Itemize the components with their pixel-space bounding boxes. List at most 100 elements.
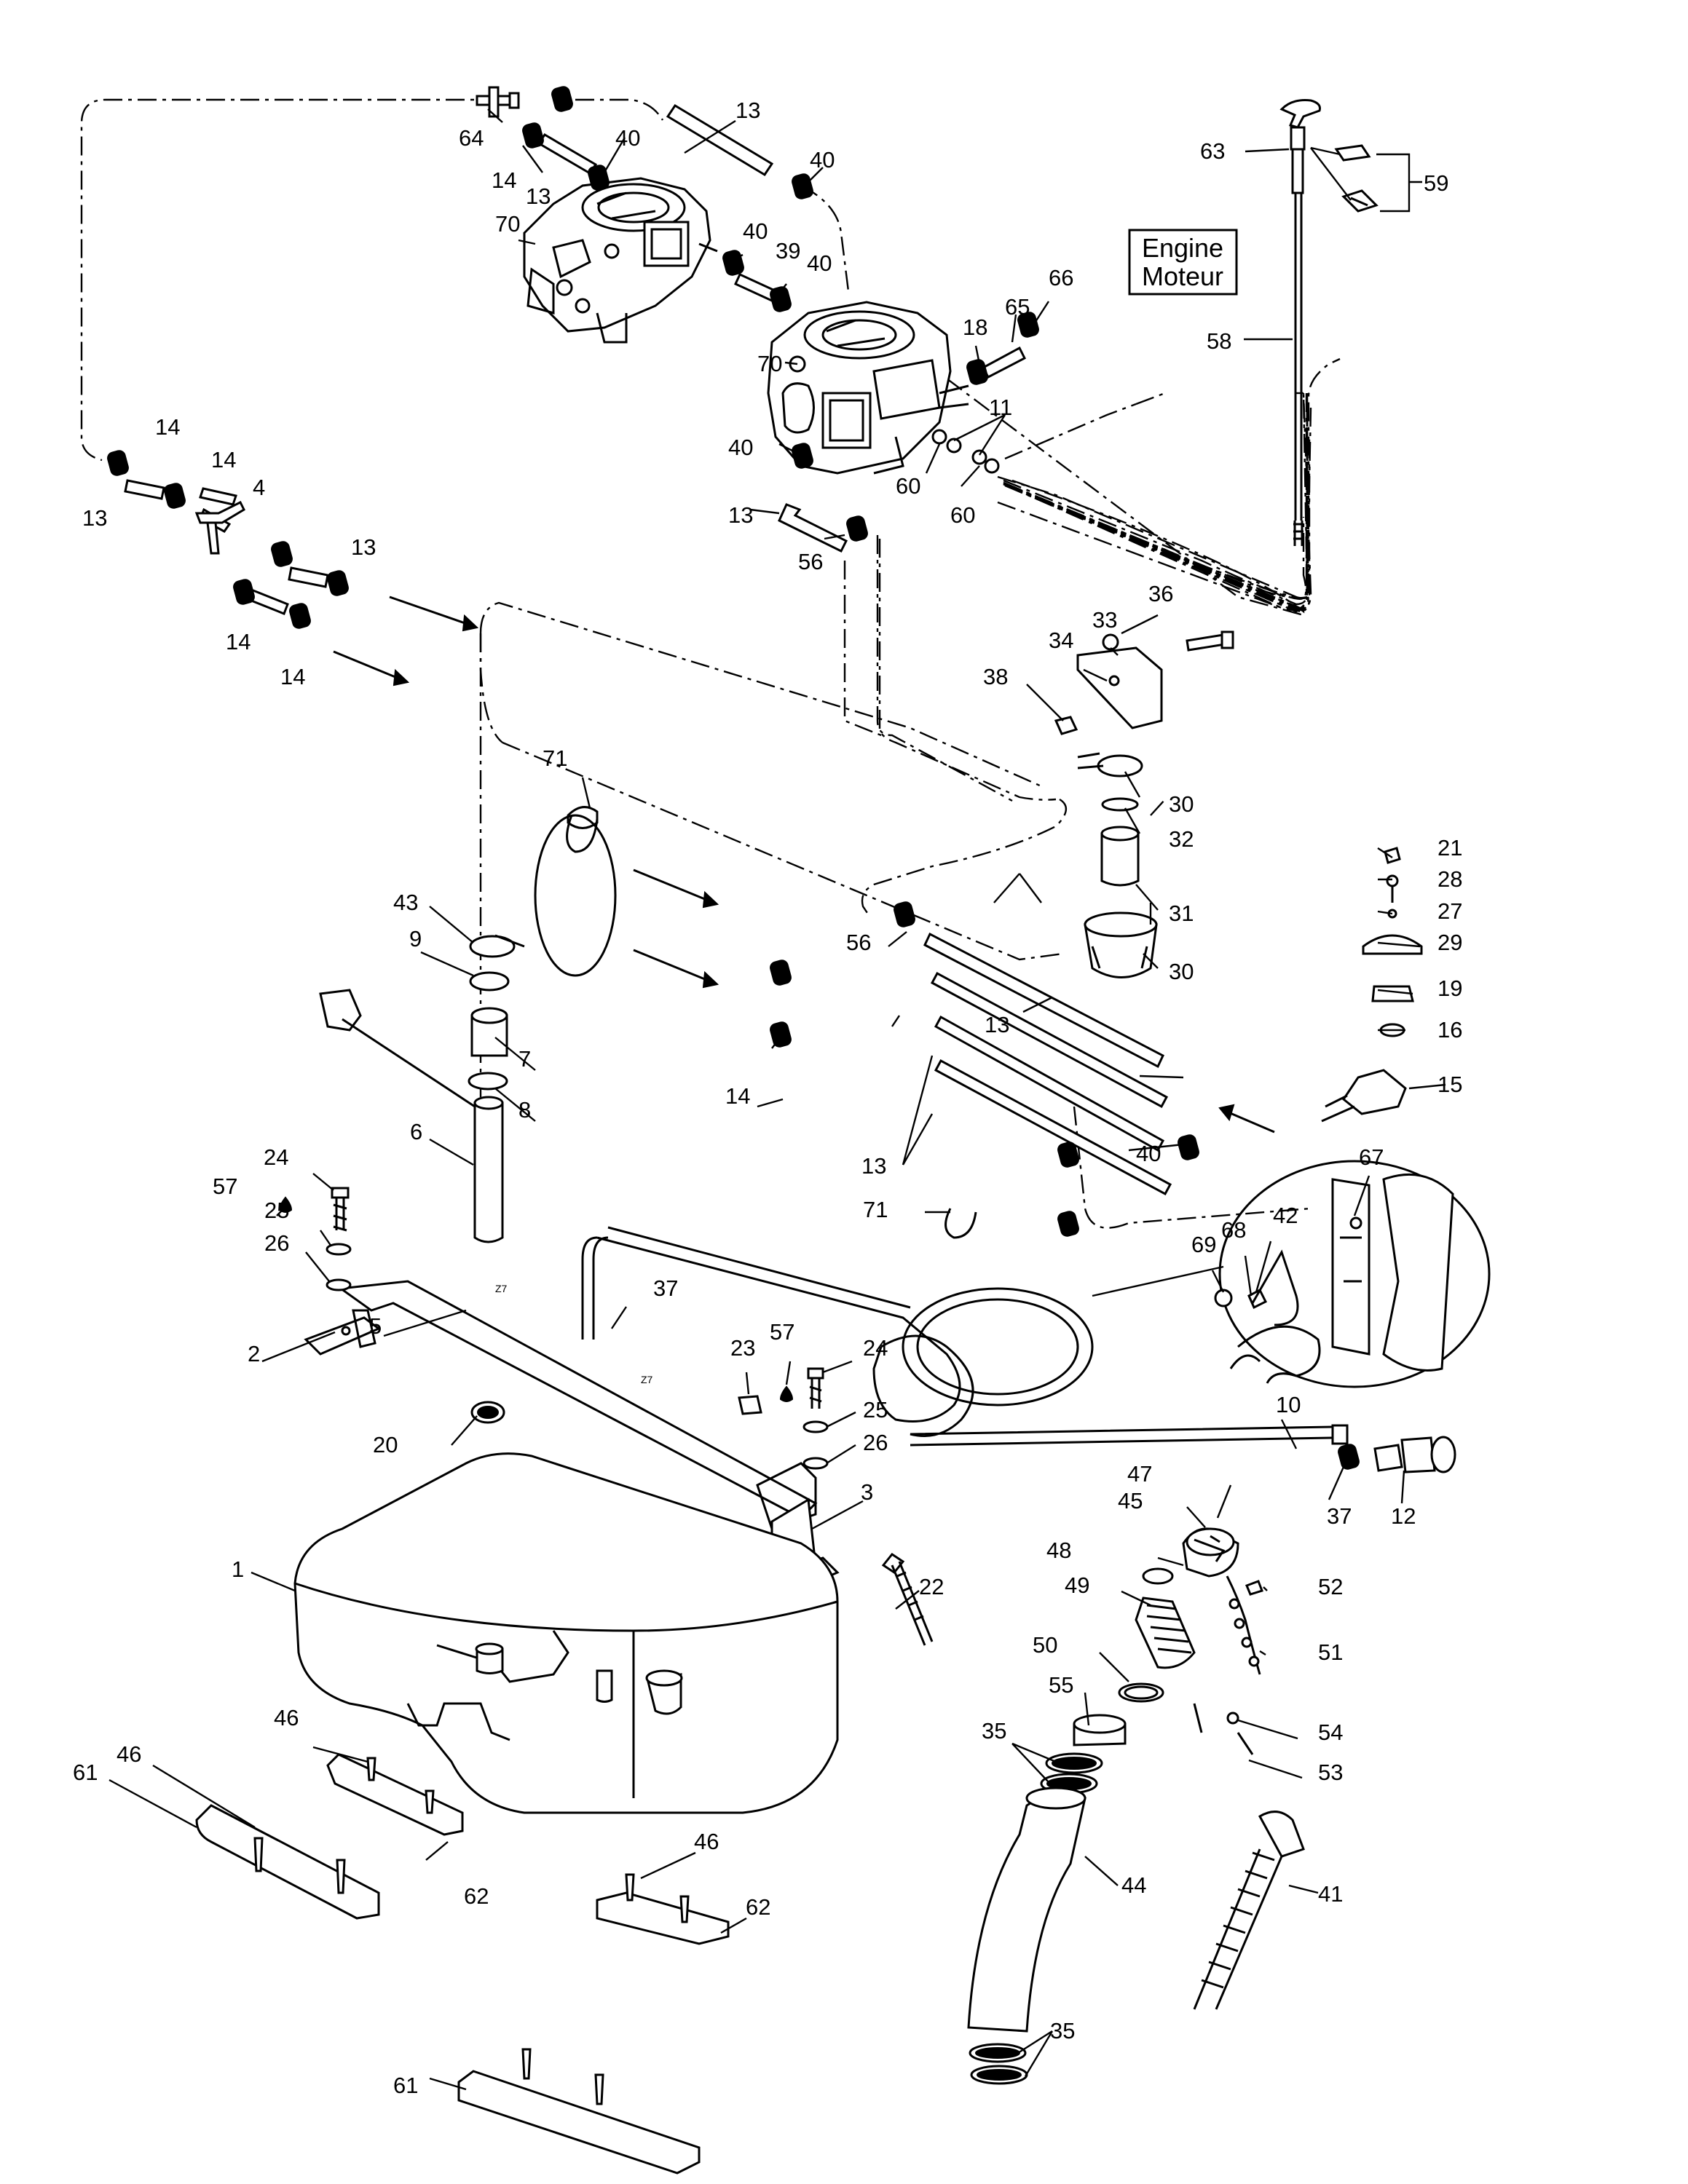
callout-labels: 1 2 3 4 5 6 7 8 9 10 11 12 13 13 13 13 1…	[73, 98, 1462, 2098]
callout-39: 39	[776, 238, 800, 264]
callout-44: 44	[1121, 1872, 1146, 1898]
callout-69: 69	[1191, 1232, 1216, 1257]
callout-43: 43	[393, 890, 418, 915]
callout-14-b: 14	[155, 414, 180, 440]
callout-57-a: 57	[213, 1174, 237, 1199]
callout-6: 6	[410, 1119, 422, 1144]
callout-13-f: 13	[985, 1012, 1009, 1037]
callout-13-g: 13	[861, 1153, 886, 1179]
flow-arrows	[333, 596, 1275, 1133]
y-fitting	[194, 500, 245, 555]
bolts-washers	[278, 1187, 934, 1646]
callout-3: 3	[861, 1479, 873, 1505]
callout-40-e: 40	[728, 435, 753, 460]
callout-70-a: 70	[495, 211, 520, 237]
callout-34: 34	[1049, 628, 1073, 653]
callout-28: 28	[1437, 866, 1462, 892]
callout-23: 23	[730, 1335, 755, 1361]
callout-62-a: 62	[464, 1883, 489, 1909]
callout-36: 36	[1148, 581, 1173, 606]
callout-37-b: 37	[1327, 1503, 1352, 1529]
callout-19: 19	[1437, 976, 1462, 1001]
callout-67: 67	[1359, 1144, 1384, 1170]
callout-16: 16	[1437, 1017, 1462, 1042]
carburetor-upper	[523, 177, 718, 344]
callout-13-a: 13	[735, 98, 760, 123]
callout-40-f: 40	[1136, 1141, 1161, 1166]
callout-54: 54	[1318, 1720, 1343, 1745]
vent-hose-coil	[581, 1226, 1349, 1447]
fuel-filter-assembly	[1054, 630, 1234, 978]
callout-59: 59	[1424, 170, 1448, 196]
callout-14-d: 14	[226, 629, 251, 654]
callout-25-b: 25	[863, 1397, 888, 1423]
hoses-top	[476, 86, 1027, 553]
callout-33: 33	[1092, 607, 1117, 633]
hose-clamps	[107, 86, 1360, 1470]
callout-5: 5	[369, 1313, 382, 1339]
carburetor-lower	[767, 301, 969, 475]
tie-straps	[566, 815, 977, 1239]
callout-49: 49	[1065, 1572, 1089, 1598]
fuel-pickup-assembly	[319, 806, 617, 1243]
callout-13-d: 13	[82, 505, 107, 531]
callout-66: 66	[1049, 265, 1073, 290]
tank-cap-20	[470, 1401, 505, 1424]
callout-63: 63	[1200, 138, 1225, 164]
callout-40-c: 40	[743, 218, 768, 244]
callout-18: 18	[963, 314, 987, 340]
callout-26-b: 26	[863, 1430, 888, 1455]
vent-valve-assembly	[1321, 847, 1423, 1123]
callout-46-c: 46	[694, 1829, 719, 1854]
callout-64: 64	[459, 125, 484, 151]
filler-neck-assembly	[967, 1527, 1305, 2085]
callout-11: 11	[989, 395, 1012, 420]
callout-7: 7	[518, 1046, 531, 1072]
bracket-mark-a: Z7	[495, 1283, 508, 1294]
callout-1: 1	[232, 1556, 244, 1582]
callout-56-a: 56	[798, 549, 823, 574]
callout-42: 42	[1273, 1203, 1298, 1228]
callout-46-a: 46	[274, 1705, 299, 1730]
tank-supports	[195, 1753, 730, 2175]
callout-60-b: 60	[950, 502, 975, 528]
detail-circle-vent	[1092, 1160, 1491, 1388]
callout-30-b: 30	[1169, 959, 1194, 984]
callout-61-a: 61	[73, 1760, 98, 1785]
callout-61-b: 61	[393, 2073, 418, 2098]
hoses-middle	[923, 932, 1172, 1196]
leader-lines	[109, 108, 1446, 2091]
callout-45: 45	[1118, 1488, 1143, 1514]
bracket-mark-b: Z7	[641, 1374, 653, 1385]
callout-38: 38	[983, 664, 1008, 689]
callout-52: 52	[1318, 1574, 1343, 1599]
callout-71-a: 71	[543, 745, 567, 771]
fuel-level-dipstick	[1279, 99, 1379, 546]
nuts-washers-11-60	[931, 429, 1000, 474]
callout-51: 51	[1318, 1639, 1343, 1665]
callout-35-b: 35	[1050, 2018, 1075, 2043]
hoses-left	[124, 479, 329, 615]
callout-31: 31	[1169, 901, 1194, 926]
engine-label-en: Engine	[1142, 233, 1223, 263]
callout-56-b: 56	[846, 930, 871, 955]
callout-12: 12	[1391, 1503, 1416, 1529]
callout-21: 21	[1437, 835, 1462, 860]
callout-32: 32	[1169, 826, 1194, 852]
fuel-line-routes	[80, 98, 1312, 802]
callout-14-e: 14	[280, 664, 305, 689]
callout-58: 58	[1207, 328, 1231, 354]
callout-27: 27	[1437, 898, 1462, 924]
callout-30-a: 30	[1169, 791, 1194, 817]
callout-22: 22	[919, 1574, 944, 1599]
callout-13-c: 13	[728, 502, 753, 528]
callout-25-a: 25	[264, 1198, 289, 1223]
callout-71-b: 71	[863, 1197, 888, 1222]
callout-40-d: 40	[807, 250, 832, 276]
callout-14-c: 14	[211, 447, 236, 472]
callout-46-b: 46	[117, 1741, 141, 1767]
check-valve-fitting	[1373, 1436, 1456, 1473]
callout-20: 20	[373, 1432, 398, 1457]
callout-60-a: 60	[896, 473, 920, 499]
callout-40-b: 40	[810, 147, 835, 173]
